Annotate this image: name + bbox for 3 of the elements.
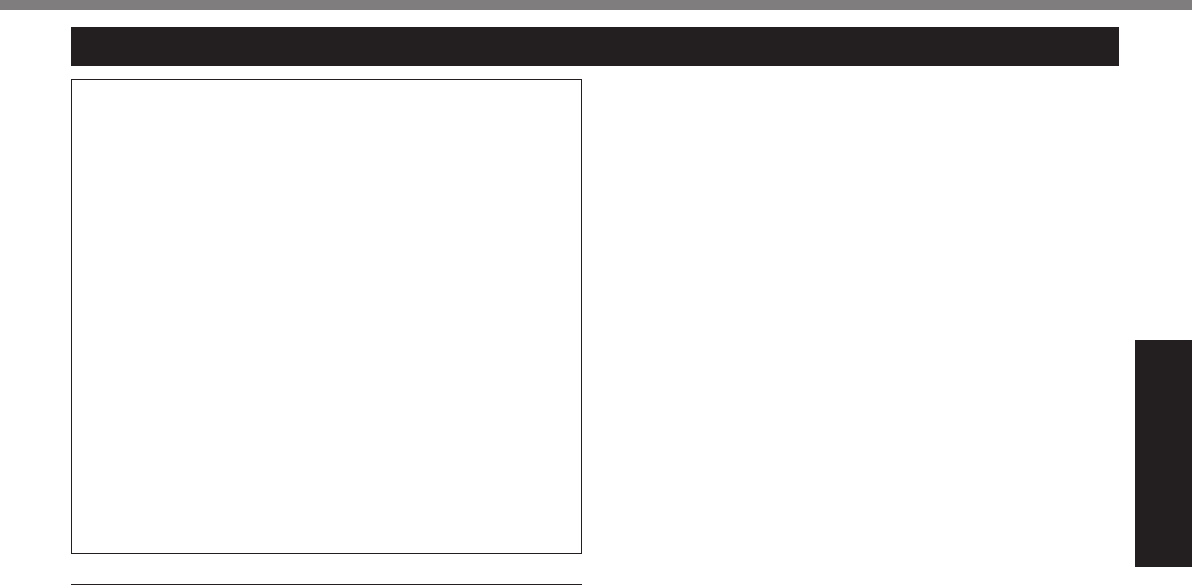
side-tab <box>1135 340 1192 567</box>
content-frame <box>71 79 582 554</box>
header-bar <box>71 27 1119 66</box>
